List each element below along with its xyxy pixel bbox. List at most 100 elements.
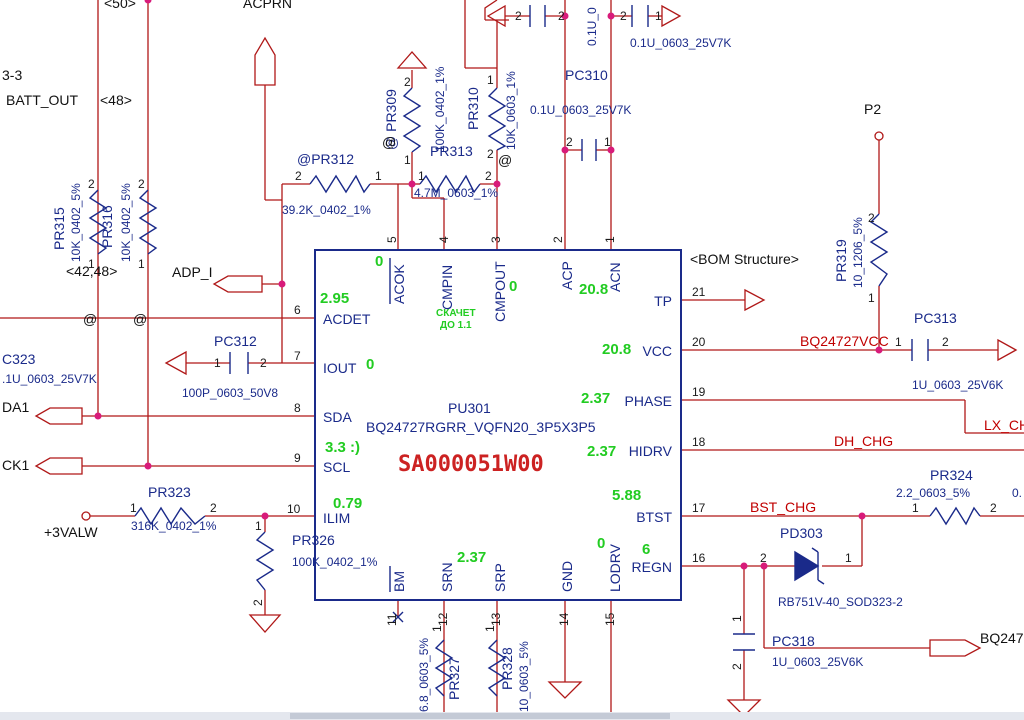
pin-number: 2 (730, 663, 744, 670)
net-sck1: CK1 (2, 457, 29, 473)
pin-label-acn: ACN (607, 262, 623, 292)
pin-number: 2 (260, 356, 267, 370)
pin-number: 2 (515, 9, 522, 23)
pin-number: 15 (603, 612, 617, 626)
net-b48: <48> (100, 92, 132, 108)
pin-number: 1 (730, 615, 744, 622)
net-labels: ACPRN <50> BATT_OUT <48> 3-3 <42,48> ADP… (2, 0, 1024, 646)
net-at-marker: @ (498, 152, 512, 168)
pin-number: 2 (990, 501, 997, 515)
pin-number: 1 (418, 169, 425, 183)
pr313-value: 4.7M_0603_1% (414, 186, 498, 200)
pin-label-ilim: ILIM (323, 510, 350, 526)
net-at-marker: @ (133, 311, 147, 327)
pr309-value: 100K_0402_1% (433, 66, 447, 152)
pr326-value: 100K_0402_1% (292, 555, 378, 569)
voltage-srn: 2.37 (457, 549, 486, 566)
pin-number: 14 (557, 612, 571, 626)
pin-number: 21 (692, 285, 706, 299)
capacitor-pc318 (733, 633, 755, 651)
pin-label-lodrv: LODRV (607, 543, 623, 592)
net-p2: P2 (864, 101, 881, 117)
net-acprn: ACPRN (243, 0, 292, 11)
pd303-value: RB751V-40_SOD323-2 (778, 595, 903, 609)
pin-number: 2 (138, 177, 145, 191)
pin-number: 2 (88, 177, 95, 191)
resistor-pr327 (434, 639, 454, 697)
resistor-pr309 (402, 87, 422, 153)
pc-top2-value: 0.1U_0 (585, 7, 599, 46)
pr323-ref: PR323 (148, 484, 191, 500)
pin-label-hidrv: HIDRV (629, 443, 673, 459)
net-b50: <50> (104, 0, 136, 11)
pin-label-bm: BM (391, 571, 407, 592)
pr327-ref: PR327 (446, 657, 462, 700)
pin-number: 1 (483, 625, 497, 632)
pr315-ref: PR315 (51, 207, 67, 250)
pin-label-acdet: ACDET (323, 311, 371, 327)
capacitor-pc313 (911, 339, 929, 361)
pin-number: 1 (868, 291, 875, 305)
pc318-ref: PC318 (772, 633, 815, 649)
pin-number: 1 (487, 73, 494, 87)
ic-refdes: PU301 (448, 400, 491, 416)
pin-number: 2 (620, 9, 627, 23)
pin-number: 5 (385, 236, 399, 243)
pr323-value: 316K_0402_1% (131, 519, 217, 533)
pc313-ref: PC313 (914, 310, 957, 326)
pin-number: 10 (287, 502, 301, 516)
diode-pd303 (794, 547, 825, 585)
ic-sa-code: SA000051W00 (398, 452, 544, 477)
pin-label-iout: IOUT (323, 360, 357, 376)
voltage-acok: 0 (375, 253, 383, 270)
component-labels: @PR312 39.2K_0402_1% PR313 4.7M_0603_1% … (2, 7, 1022, 712)
pc323-ref: C323 (2, 351, 36, 367)
pc318-value: 1U_0603_25V6K (772, 655, 863, 669)
pr315-value: 10K_0402_5% (69, 183, 83, 262)
pin-label-phase: PHASE (625, 393, 672, 409)
pc312-ref: PC312 (214, 333, 257, 349)
pr313-ref: PR313 (430, 143, 473, 159)
pin-number: 2 (251, 599, 265, 606)
pin-number: 11 (385, 613, 399, 626)
pin-number: 7 (294, 349, 301, 363)
pr324-ref: PR324 (930, 467, 973, 483)
net-dh-chg: DH_CHG (834, 433, 893, 449)
pin-number: 6 (294, 303, 301, 317)
pin-number: 2 (558, 9, 565, 23)
net-b4248: <42,48> (66, 263, 117, 279)
pc323-value: .1U_0603_25V7K (2, 372, 97, 386)
resistor-pr323 (134, 506, 206, 526)
pin-number: 1 (895, 335, 902, 349)
pin-number: 2 (760, 551, 767, 565)
pin-label-tp: TP (654, 293, 672, 309)
pin-label-cmpout: CMPOUT (492, 261, 508, 322)
voltage-btst: 5.88 (612, 487, 641, 504)
pr328-value: 10_0603_5% (517, 641, 531, 712)
resistor-pr328 (487, 639, 507, 697)
pr324-cut: 0. (1012, 486, 1022, 500)
pc313-value: 1U_0603_25V6K (912, 378, 1003, 392)
net-adp-i: ADP_I (172, 264, 212, 280)
voltage-acdet: 2.95 (320, 290, 349, 307)
pr328-ref: PR328 (499, 647, 515, 690)
pin-number: 2 (295, 169, 302, 183)
pin-number: 2 (566, 135, 573, 149)
pin-number: 17 (692, 501, 706, 515)
voltage-phase: 2.37 (581, 390, 610, 407)
net-at-marker: @ (83, 311, 97, 327)
net-b3: 3-3 (2, 67, 22, 83)
pin-number: 2 (942, 335, 949, 349)
pin-number: 1 (375, 169, 382, 183)
scroll-thumb[interactable] (290, 713, 670, 719)
pin-number: 19 (692, 385, 706, 399)
pin-label-vcc: VCC (642, 343, 672, 359)
pin-number: 8 (294, 401, 301, 415)
voltage-ilim: 0.79 (333, 495, 362, 512)
net-bq247: BQ247 (980, 630, 1024, 646)
resistor-pr319 (869, 213, 889, 287)
voltage-scl: 3.3 :) (325, 439, 360, 456)
pr319-value: 10_1206_5% (851, 217, 865, 288)
voltage-cmpout: 0 (509, 278, 517, 295)
voltage-lodrv: 0 (597, 535, 605, 552)
